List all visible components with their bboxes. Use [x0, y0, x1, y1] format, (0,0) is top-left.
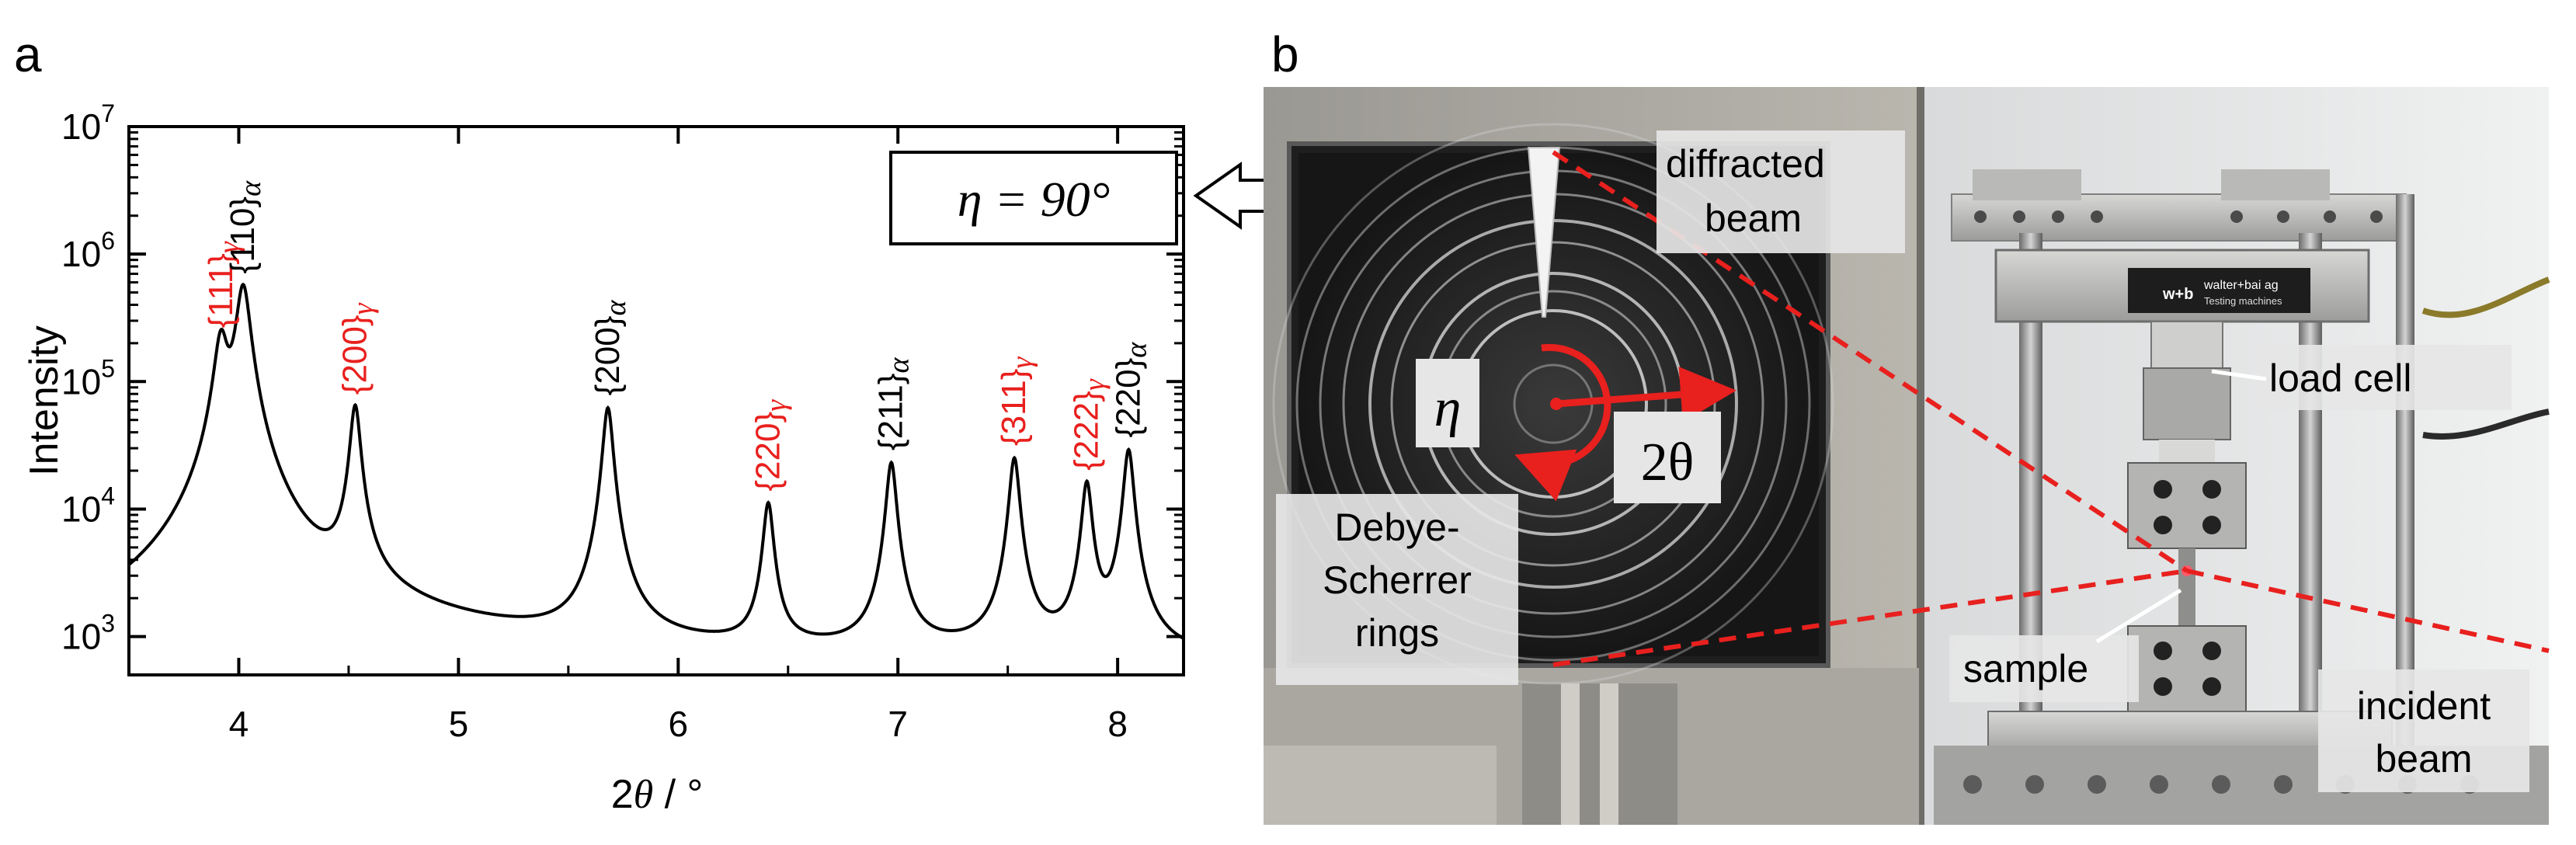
lower-grip [2127, 625, 2247, 712]
peak-label: {220}α [1109, 342, 1152, 438]
peak-label: {311}γ [995, 356, 1038, 447]
x-tick-label: 8 [1107, 704, 1128, 744]
panel-a-label: a [14, 26, 42, 82]
eta-annotation: η = 90° [958, 172, 1111, 227]
experiment-photo: w+b walter+bai ag Testing machines [1264, 87, 2550, 825]
xrd-chart: 103 104 105 106 107 4 5 6 7 8 {111}γ{110}α {200}γ… [22, 99, 1185, 817]
eta-annotation-box [889, 151, 1178, 245]
x-tick-label: 7 [888, 704, 908, 744]
y-tick-label: 104 [61, 482, 115, 529]
eta-arc-arrow [1514, 343, 1611, 502]
svg-text:Testing machines: Testing machines [2204, 295, 2282, 307]
svg-text:w+b: w+b [2162, 286, 2193, 303]
panel-b-label: b [1271, 26, 1299, 82]
y-axis: 103 104 105 106 107 [61, 99, 1184, 657]
peak-label: {211}α [872, 357, 916, 451]
brand-plate [2128, 268, 2310, 313]
two-theta-arrow [1556, 367, 1736, 422]
y-tick-label: 103 [61, 610, 115, 657]
load-cell-label: load cell [2269, 356, 2411, 400]
sample-label: sample [1963, 647, 2088, 690]
peak-label: {222}γ [1068, 378, 1111, 471]
beam-stop [1527, 147, 1561, 318]
peak-label: {200}γ [335, 302, 379, 395]
peak-label: {200}α [589, 300, 632, 396]
x-tick-label: 4 [229, 704, 249, 744]
x-tick-label: 6 [668, 704, 688, 744]
y-tick-label: 105 [61, 354, 115, 402]
x-axis: 4 5 6 7 8 [127, 127, 1128, 744]
sample-specimen [2178, 548, 2195, 626]
svg-text:walter+bai ag: walter+bai ag [2203, 279, 2279, 292]
load-cell [2143, 367, 2231, 440]
x-tick-label: 5 [449, 704, 469, 744]
peak-labels: {111}γ{110}α {200}γ {200}α {220}γ {211}α {311… [202, 180, 1152, 492]
peak-label: {110}α [224, 180, 267, 274]
peak-label: {111}γ [202, 241, 245, 328]
eta-photo-label: η [1434, 378, 1462, 438]
y-tick-label: 106 [61, 227, 115, 274]
two-theta-photo-label: 2θ [1641, 433, 1695, 492]
diffraction-curve [129, 283, 1184, 640]
peak-label: {220}γ [749, 399, 792, 492]
x-axis-label: 2θ / ° [611, 772, 704, 817]
upper-grip [2127, 462, 2247, 549]
y-axis-label: Intensity [22, 325, 67, 476]
y-tick-label: 107 [61, 99, 115, 147]
